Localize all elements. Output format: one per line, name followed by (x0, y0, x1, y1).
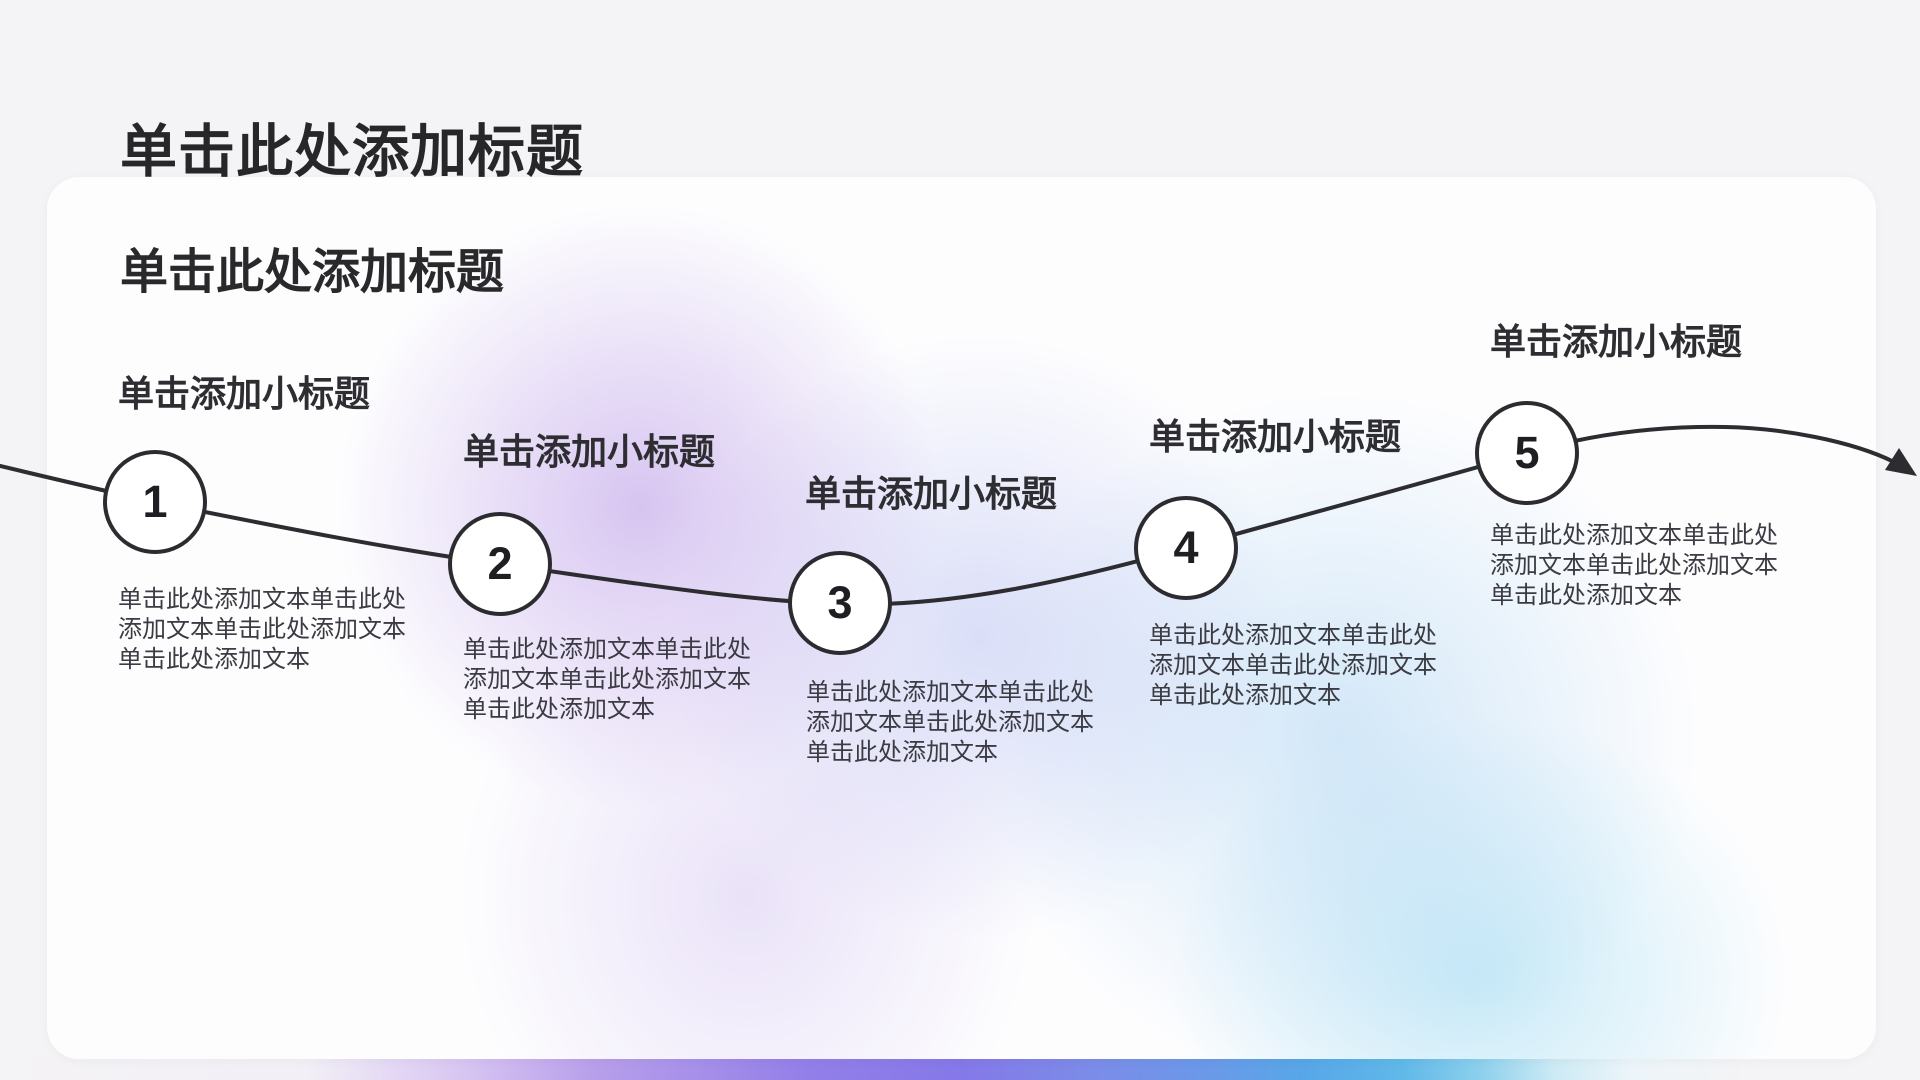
slide-card: 单击此处添加标题 (47, 177, 1876, 1059)
page-title[interactable]: 单击此处添加标题 (120, 120, 584, 185)
step-2-body[interactable]: 单击此处添加文本单击此处添加文本单击此处添加文本单击此处添加文本 (463, 636, 751, 723)
step-1-number: 1 (142, 476, 168, 527)
step-4-body[interactable]: 单击此处添加文本单击此处添加文本单击此处添加文本单击此处添加文本 (1149, 622, 1437, 709)
step-4-circle[interactable]: 4 (1134, 496, 1238, 600)
step-1-subtitle[interactable]: 单击添加小标题 (118, 373, 371, 414)
step-3-number: 3 (827, 577, 853, 628)
card-title[interactable]: 单击此处添加标题 (120, 245, 505, 299)
step-3-subtitle[interactable]: 单击添加小标题 (805, 473, 1058, 514)
step-2-subtitle[interactable]: 单击添加小标题 (463, 431, 716, 472)
step-2-number: 2 (487, 538, 513, 589)
step-3-circle[interactable]: 3 (788, 551, 892, 655)
step-1-circle[interactable]: 1 (103, 450, 207, 554)
step-5-circle[interactable]: 5 (1475, 401, 1579, 505)
step-3-body[interactable]: 单击此处添加文本单击此处添加文本单击此处添加文本单击此处添加文本 (806, 679, 1094, 766)
step-5-body[interactable]: 单击此处添加文本单击此处添加文本单击此处添加文本单击此处添加文本 (1490, 522, 1778, 609)
step-2-circle[interactable]: 2 (448, 512, 552, 616)
step-5-number: 5 (1514, 427, 1540, 478)
arrow-head-icon (1885, 448, 1917, 476)
step-4-subtitle[interactable]: 单击添加小标题 (1149, 416, 1402, 457)
step-1-body[interactable]: 单击此处添加文本单击此处添加文本单击此处添加文本单击此处添加文本 (118, 586, 406, 673)
step-4-number: 4 (1173, 522, 1199, 573)
bottom-gradient-strip (0, 1058, 1920, 1080)
step-5-subtitle[interactable]: 单击添加小标题 (1490, 321, 1743, 362)
